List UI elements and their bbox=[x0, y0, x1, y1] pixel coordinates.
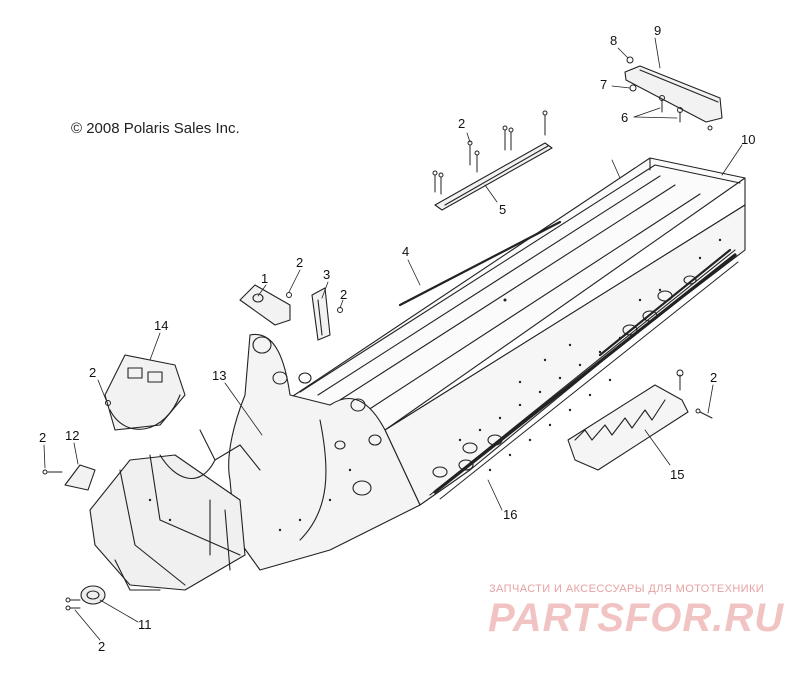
callout-16: 16 bbox=[503, 507, 518, 522]
callout-5: 5 bbox=[499, 202, 507, 217]
callout-15: 15 bbox=[670, 467, 685, 482]
callout-3: 3 bbox=[323, 267, 331, 282]
strip-part-5 bbox=[434, 142, 553, 211]
callout-11: 11 bbox=[138, 617, 152, 632]
watermark-brand: PARTSFOR.RU bbox=[488, 596, 785, 640]
fasteners bbox=[42, 56, 713, 611]
callout-2: 2 bbox=[340, 287, 348, 302]
rear-bracket-part-9 bbox=[624, 65, 723, 123]
callout-9: 9 bbox=[654, 23, 662, 38]
callout-2: 2 bbox=[296, 255, 304, 270]
callout-10: 10 bbox=[741, 132, 756, 147]
callout-2: 2 bbox=[89, 365, 97, 380]
bracket-part-1 bbox=[239, 284, 291, 326]
callout-8: 8 bbox=[610, 33, 618, 48]
callout-12: 12 bbox=[65, 428, 80, 443]
bracket-part-12 bbox=[64, 464, 96, 491]
callout-2: 2 bbox=[458, 116, 466, 131]
side-holes bbox=[432, 275, 697, 478]
callout-7: 7 bbox=[600, 77, 608, 92]
callout-4: 4 bbox=[402, 244, 410, 259]
lower-front-frame bbox=[89, 429, 261, 591]
callout-6: 6 bbox=[621, 110, 629, 125]
copyright-notice: © 2008 Polaris Sales Inc. bbox=[71, 120, 240, 137]
heat-exchanger-part-15 bbox=[567, 384, 689, 471]
watermark-tagline: ЗАПЧАСТИ И АКСЕССУАРЫ ДЛЯ МОТОТЕХНИКИ bbox=[489, 583, 765, 595]
callout-2: 2 bbox=[39, 430, 47, 445]
bracket-part-14 bbox=[104, 354, 186, 431]
callout-14: 14 bbox=[154, 318, 169, 333]
callout-2: 2 bbox=[98, 639, 106, 654]
running-board-rail bbox=[433, 248, 739, 500]
bracket-part-3 bbox=[311, 287, 331, 341]
callout-13: 13 bbox=[212, 368, 227, 383]
callout-2: 2 bbox=[710, 370, 718, 385]
leader-lines bbox=[43, 37, 743, 641]
front-bulkhead bbox=[228, 333, 421, 571]
rivet-dots bbox=[148, 238, 722, 532]
cap-part-11 bbox=[80, 585, 106, 605]
callout-1: 1 bbox=[261, 271, 269, 286]
